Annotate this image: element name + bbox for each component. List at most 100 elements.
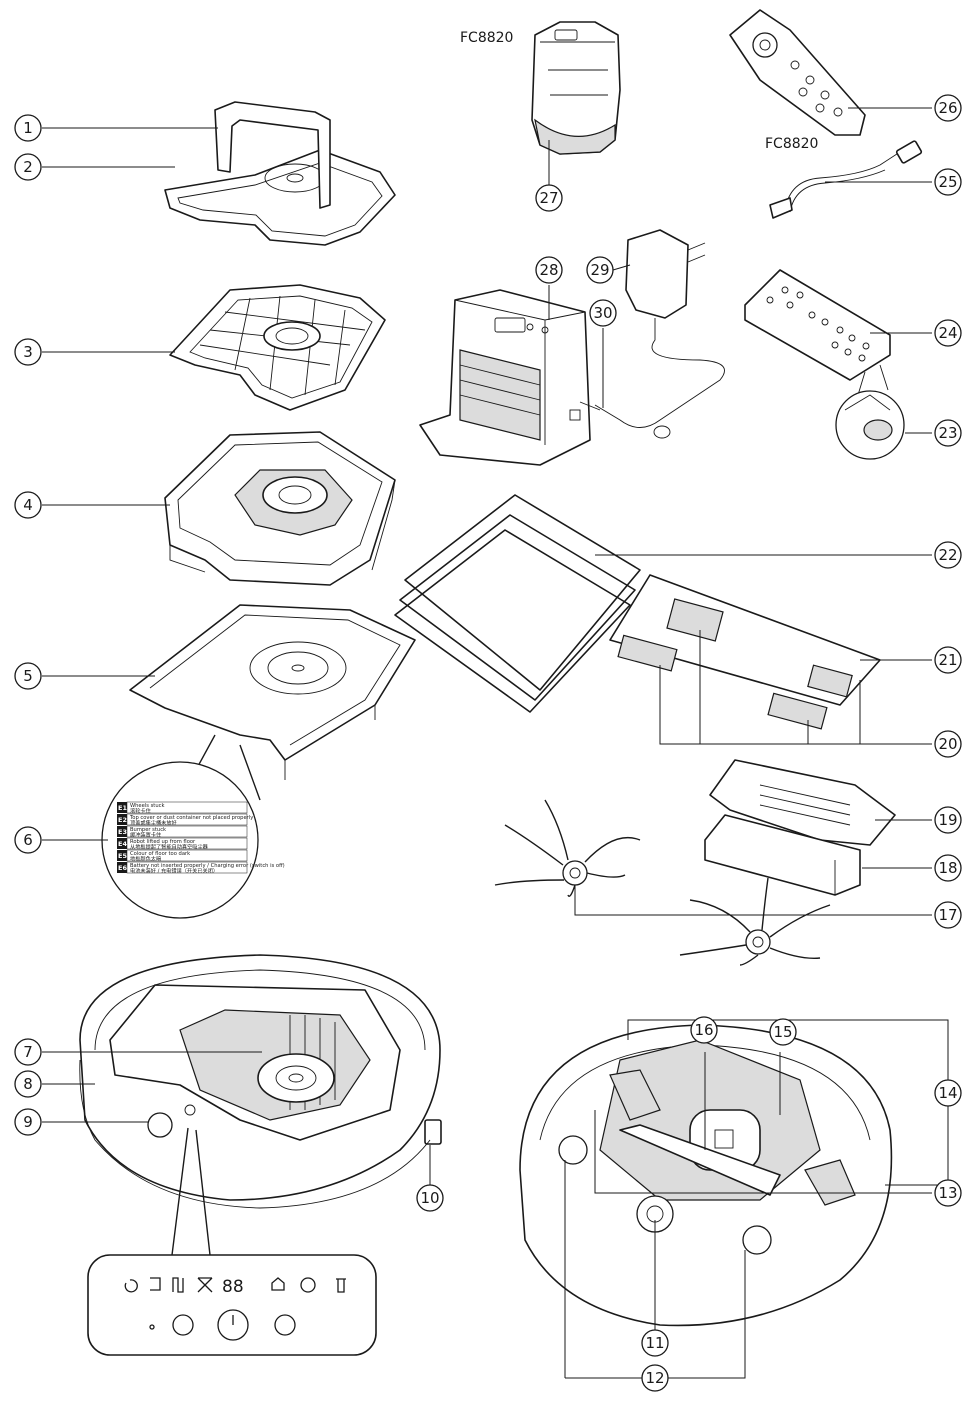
error-text-zh: 滚轮卡住	[130, 807, 151, 815]
mode-button-icon	[172, 1314, 194, 1336]
callout-circle-26	[934, 94, 962, 122]
callout-circle-17	[934, 901, 962, 929]
callout-number-4: 4	[23, 496, 33, 514]
bin-icon	[336, 1278, 346, 1293]
error-code-box	[117, 850, 127, 861]
callout-number-5: 5	[23, 667, 33, 685]
callout-number-30: 30	[593, 304, 612, 322]
callout-number-1: 1	[23, 119, 33, 137]
error-code: E3	[118, 828, 127, 836]
callout-number-2: 2	[23, 158, 33, 176]
coin-battery-inset	[835, 364, 905, 460]
cycle-icon	[124, 1279, 138, 1293]
callout-number-12: 12	[645, 1369, 664, 1387]
callout-circle-2	[14, 153, 42, 181]
top-cover	[129, 604, 416, 780]
top-cover-frame	[164, 149, 396, 246]
callout-circle-20	[934, 730, 962, 758]
callout-number-13: 13	[938, 1184, 957, 1202]
callout-circle-4	[14, 491, 42, 519]
callout-circle-21	[934, 646, 962, 674]
dust-container	[164, 431, 396, 586]
error-code-box	[117, 802, 127, 813]
callout-circle-22	[934, 541, 962, 569]
side-brush-left	[494, 799, 641, 897]
callout-number-3: 3	[23, 343, 33, 361]
error-text-en: Robot lifted up from floor	[130, 839, 196, 845]
side-brush-right	[679, 877, 831, 966]
error-code: E5	[118, 852, 127, 860]
callout-number-24: 24	[938, 324, 957, 342]
robot-bottom-view	[519, 1024, 893, 1327]
error-text-en: Top cover or dust container not placed p…	[129, 815, 253, 821]
fan-icon	[300, 1277, 316, 1293]
error-code: E2	[118, 816, 127, 824]
virtual-wall-unit	[531, 21, 621, 155]
callout-number-18: 18	[938, 859, 957, 877]
battery-pack	[704, 814, 861, 896]
callout-number-16: 16	[694, 1021, 713, 1039]
filter-grid	[169, 284, 386, 411]
callout-circle-18	[934, 854, 962, 882]
callout-circle-27	[535, 184, 563, 212]
mop-cloths	[394, 494, 641, 713]
callout-circle-15	[769, 1018, 797, 1046]
callout-circle-14	[934, 1079, 962, 1107]
callout-circle-29	[586, 256, 614, 284]
callout-number-9: 9	[23, 1113, 33, 1131]
callout-number-29: 29	[590, 261, 609, 279]
error-text-zh: 顶盖或集尘桶未放好	[130, 819, 177, 827]
callout-number-10: 10	[420, 1189, 439, 1207]
callout-circle-16	[690, 1016, 718, 1044]
callout-number-28: 28	[539, 261, 558, 279]
callout-circle-19	[934, 806, 962, 834]
flat-remote	[744, 269, 891, 381]
error-text-zh: 电池未装好 / 充电错误（开关已关闭）	[130, 867, 218, 875]
callout-circle-8	[14, 1070, 42, 1098]
callout-circle-25	[934, 168, 962, 196]
power-adapter	[579, 229, 725, 439]
callout-circle-11	[641, 1329, 669, 1357]
error-code-box	[117, 862, 127, 873]
control-panel: 88	[87, 1127, 377, 1356]
suction-button-icon	[274, 1314, 296, 1336]
power-button-icon	[217, 1309, 249, 1341]
indicator-dot-icon	[149, 1324, 155, 1330]
callout-circle-3	[14, 338, 42, 366]
leader-lines	[42, 107, 949, 1379]
callout-number-15: 15	[773, 1023, 792, 1041]
callout-number-7: 7	[23, 1043, 33, 1061]
carry-handle	[214, 101, 331, 209]
callout-number-19: 19	[938, 811, 957, 829]
display-digits: 88	[222, 1277, 244, 1297]
zigzag-icon	[172, 1277, 184, 1293]
callout-circle-28	[535, 256, 563, 284]
battery-cover	[709, 759, 896, 846]
callout-number-23: 23	[938, 424, 957, 442]
docking-station	[419, 289, 591, 466]
callout-number-22: 22	[938, 546, 957, 564]
error-text-en: Wheels stuck	[130, 803, 164, 809]
error-code-box	[117, 814, 127, 825]
callout-circle-30	[589, 299, 617, 327]
charger-model-label: FC8820	[460, 30, 513, 46]
callout-number-27: 27	[539, 189, 558, 207]
callout-circle-10	[416, 1184, 444, 1212]
error-code-box	[117, 838, 127, 849]
callout-number-11: 11	[645, 1334, 664, 1352]
callout-circle-5	[14, 662, 42, 690]
callout-number-21: 21	[938, 651, 957, 669]
error-code: E1	[118, 804, 127, 812]
corner-icon	[150, 1277, 161, 1291]
home-icon	[271, 1277, 285, 1291]
callout-number-25: 25	[938, 173, 957, 191]
error-code: E4	[118, 840, 127, 848]
error-text-en: Battery not inserted properly / Charging…	[130, 863, 285, 869]
error-text-en: Bumper stuck	[130, 827, 166, 833]
mop-holder	[609, 574, 881, 730]
callout-number-6: 6	[23, 831, 33, 849]
robot-top-view	[79, 954, 442, 1209]
callout-circle-23	[934, 419, 962, 447]
callout-circle-7	[14, 1038, 42, 1066]
